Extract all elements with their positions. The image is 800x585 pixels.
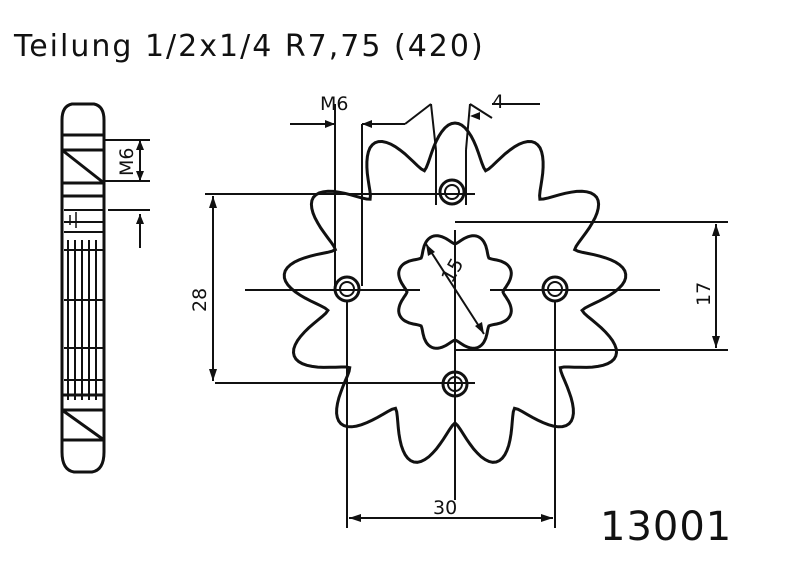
drawing-title: Teilung 1/2x1/4 R7,75 (420) bbox=[13, 29, 485, 64]
top-slot-dimension: M6 4 bbox=[290, 91, 540, 286]
label-30: 30 bbox=[433, 497, 457, 519]
side-view bbox=[60, 102, 106, 474]
top-width-label: 4 bbox=[492, 91, 504, 113]
dimension-17: 17 bbox=[455, 221, 728, 351]
side-m6-label: M6 bbox=[116, 148, 138, 176]
side-m6-dimension: M6 bbox=[104, 139, 150, 248]
center-lines bbox=[245, 230, 660, 500]
label-15: 15 bbox=[437, 255, 468, 287]
dimension-28: 28 bbox=[189, 193, 475, 384]
bolt-hole-top bbox=[438, 178, 466, 206]
dimension-30: 30 bbox=[346, 300, 556, 528]
label-17: 17 bbox=[693, 282, 715, 306]
label-28: 28 bbox=[189, 288, 211, 312]
sprocket-outline bbox=[282, 121, 628, 464]
part-number: 13001 bbox=[600, 504, 732, 550]
